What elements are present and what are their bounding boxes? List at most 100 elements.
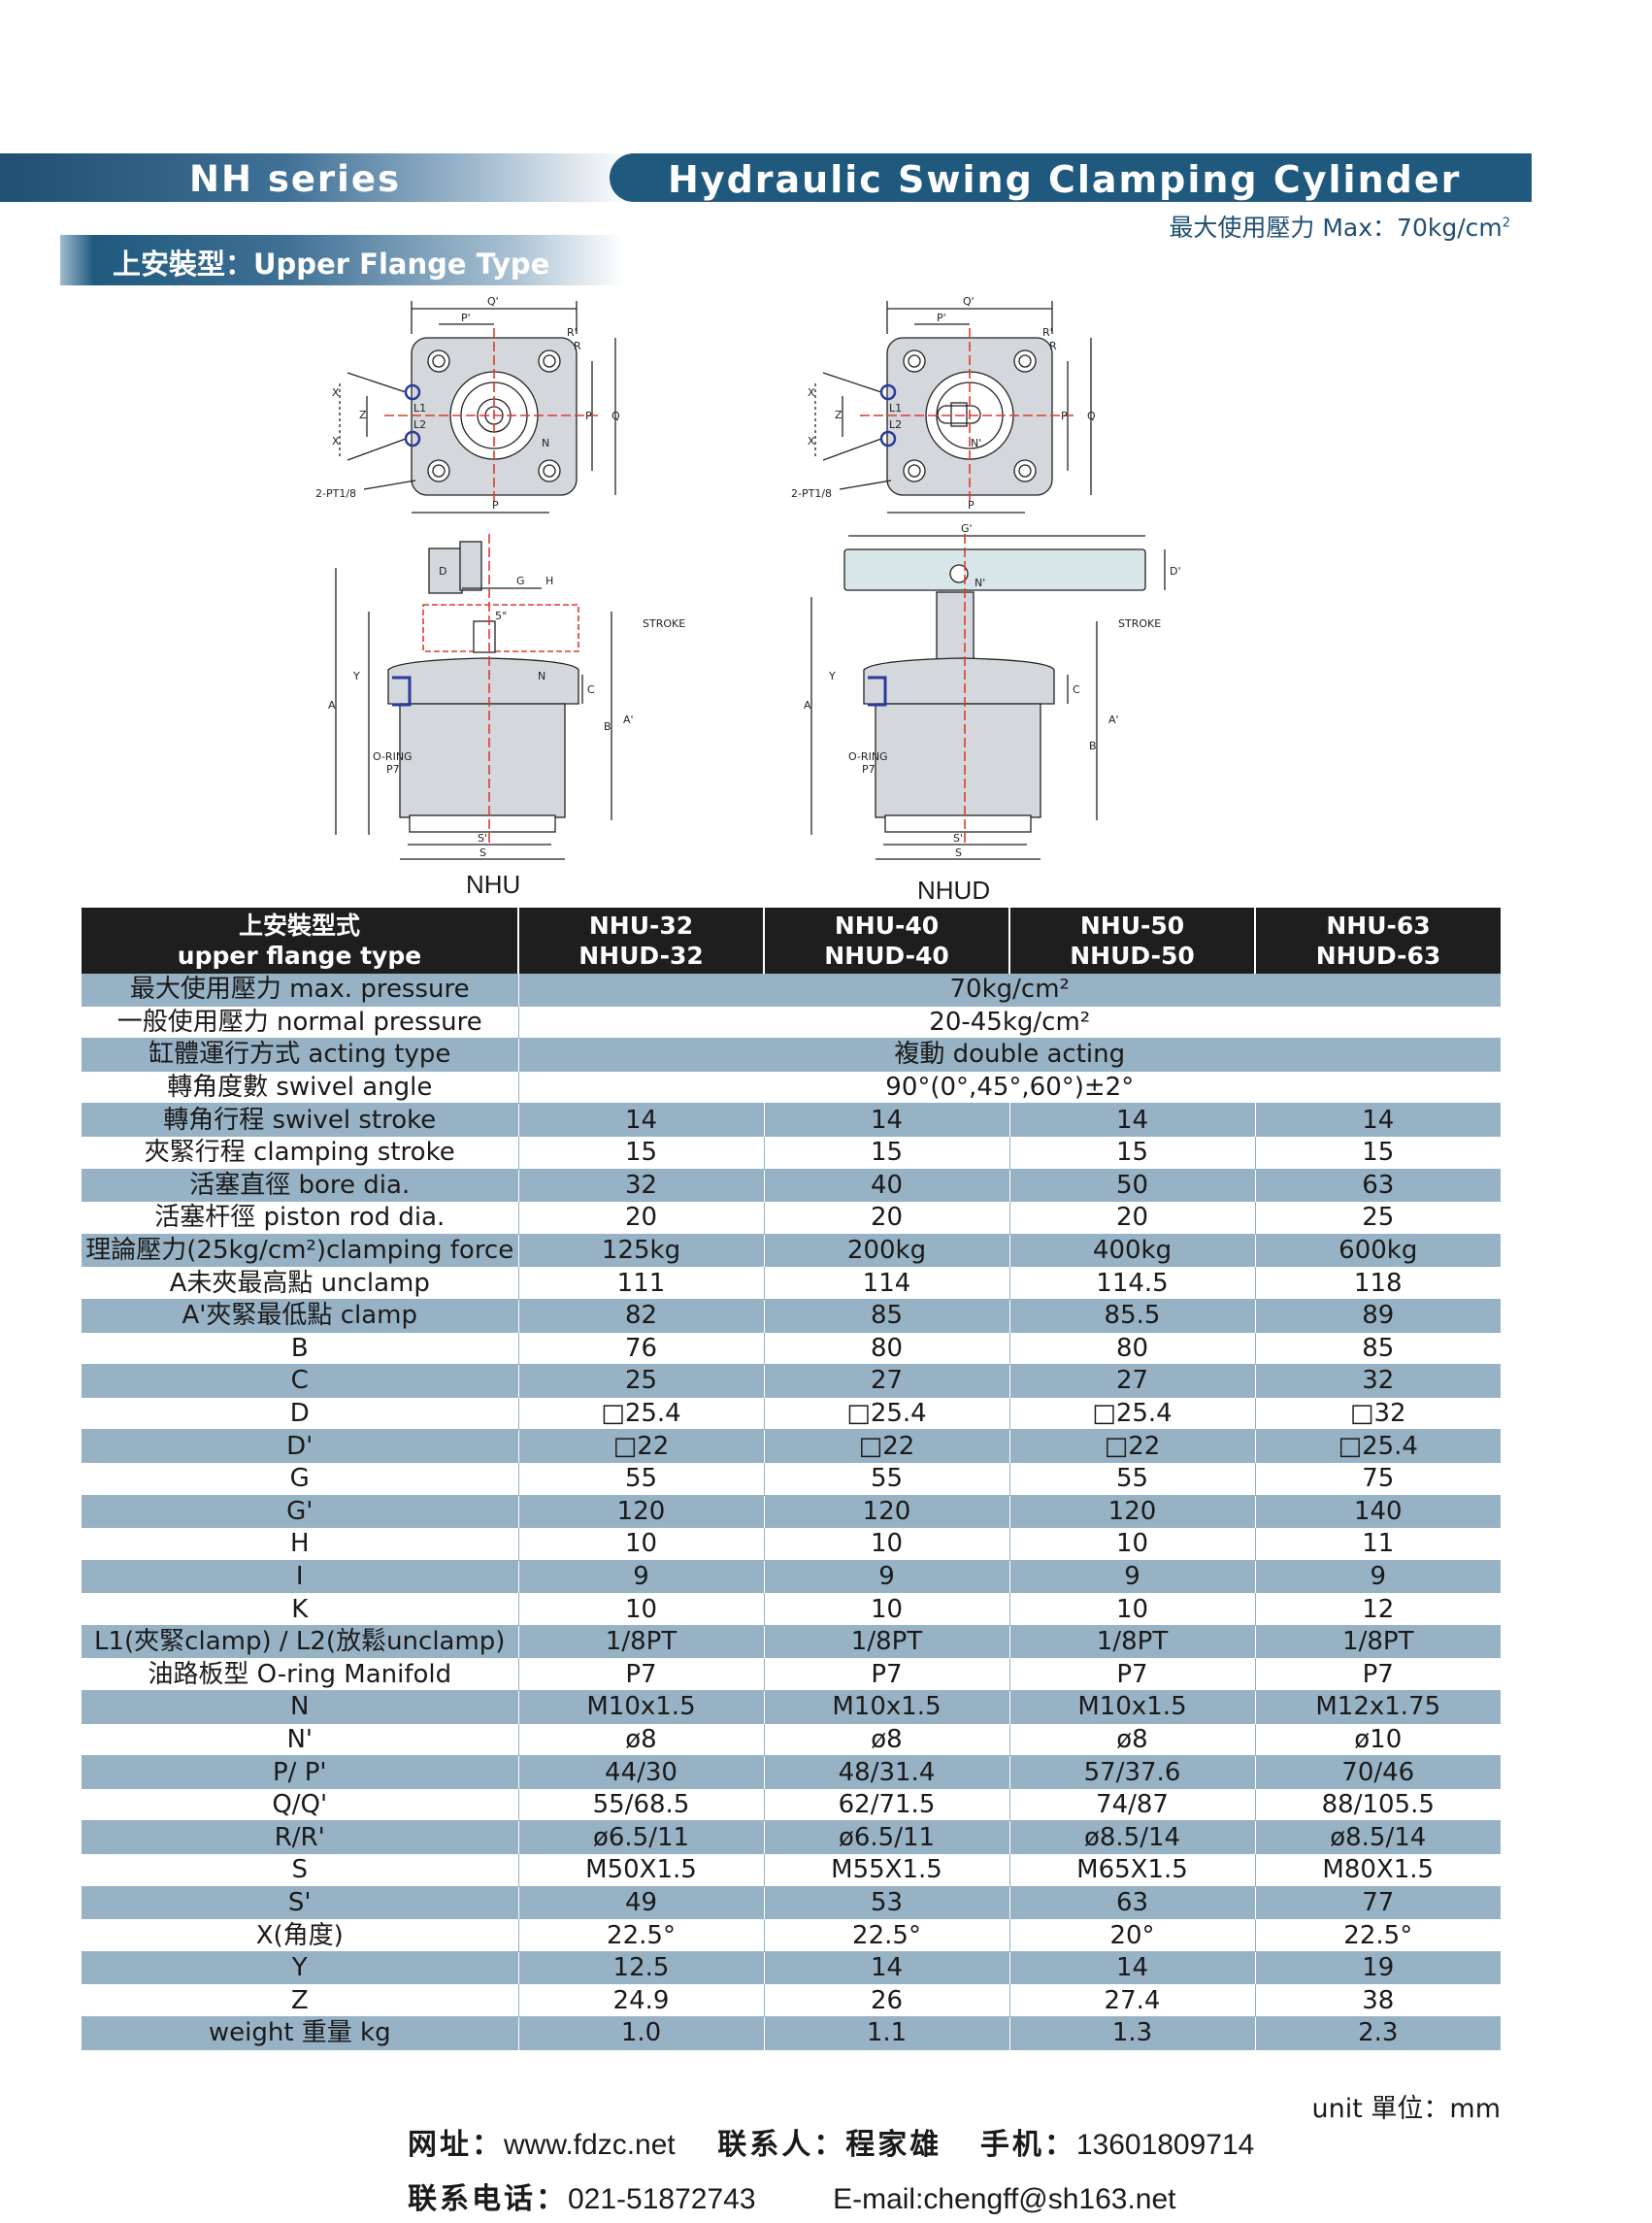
nhu-side-view [335,541,612,860]
row-value: 55 [518,1462,765,1495]
row-value: 70/46 [1255,1755,1501,1789]
row-label: K [82,1592,519,1626]
dim-x-bottom-2: X [808,435,815,448]
phone-label: 联系电话： [408,2182,568,2216]
mobile-number: 13601809714 [1075,2129,1255,2161]
row-label: A未夾最高點 unclamp [82,1266,519,1300]
row-value: 118 [1255,1266,1501,1300]
dim-stroke-nhu: STROKE [643,617,685,630]
row-value: 114 [764,1266,1010,1300]
dim-oring-2: O-RING [848,750,888,763]
row-value: 85 [764,1299,1010,1333]
row-value: P7 [518,1657,765,1691]
row-value: 9 [1009,1560,1256,1593]
technical-drawings: Q' P' R' R X Z X L1 L2 P Q N 2-PT1/8 P D… [315,295,1181,905]
footer-line-1: 网址：www.fdzc.net 联系人：程家雄 手机：13601809714 [408,2120,1287,2163]
dim-n: N [542,437,549,449]
row-value: P7 [764,1657,1010,1691]
row-label: I [82,1560,519,1593]
header-label-zh: 上安裝型式 [238,912,360,940]
row-label: 轉角行程 swivel stroke [82,1103,519,1137]
subtitle: 上安裝型：Upper Flange Type [113,248,550,281]
series-title: NH series [189,158,401,200]
row-label: Z [82,1983,519,2017]
email-link[interactable]: E-mail:chengff@sh163.net [833,2183,1176,2215]
contact-label: 联系人： [717,2128,846,2162]
dim-p-bottom-2: P [968,499,975,512]
row-merged-value: 20-45kg/cm² [518,1006,1501,1039]
dim-y-2: Y [828,670,836,682]
row-value: 1.3 [1009,2016,1256,2050]
row-value: 44/30 [518,1755,765,1789]
row-label: 最大使用壓力 max. pressure [82,974,519,1007]
row-label: Q/Q' [82,1788,519,1821]
row-value: M55X1.5 [764,1853,1010,1887]
row-label: R/R' [82,1820,519,1854]
row-value: 49 [518,1886,765,1919]
dim-d: D [439,565,446,578]
row-label: 缸體運行方式 acting type [82,1038,519,1072]
site-label: 网址： [408,2128,504,2162]
dim-a: A [328,699,336,712]
dim-s-prime-2: S' [953,832,963,845]
max-pressure-note: 最大使用壓力 Max：70kg/cm2 [1169,214,1510,242]
row-value: 10 [764,1527,1010,1561]
row-value: 10 [518,1527,765,1561]
row-value: 1.0 [518,2016,765,2050]
row-value: 15 [1255,1136,1501,1170]
dim-h: H [545,575,553,587]
dim-b-2: B [1089,740,1097,752]
row-value: □32 [1255,1397,1501,1430]
row-value: 32 [518,1169,765,1202]
row-value: 88/105.5 [1255,1788,1501,1821]
dim-r-prime: R' [567,326,578,339]
row-label: P/ P' [82,1755,519,1789]
row-value: M10x1.5 [764,1690,1010,1724]
row-label: H [82,1527,519,1561]
dim-x-top-2: X [808,386,815,399]
row-value: 22.5° [518,1918,765,1952]
row-label: N' [82,1723,519,1756]
dim-p-prime: P' [461,312,471,324]
row-label: A'夾緊最低點 clamp [82,1299,519,1333]
dim-g-prime: G' [961,522,973,535]
mobile-label: 手机： [979,2128,1076,2162]
row-value: 125kg [518,1234,765,1267]
series-band: NH series [0,153,631,202]
row-label: weight 重量 kg [82,2016,519,2050]
site-link[interactable]: www.fdzc.net [504,2129,676,2161]
row-value: 120 [1009,1495,1256,1528]
row-value: 10 [1009,1527,1256,1561]
row-value: 120 [764,1495,1010,1528]
row-label: 夾緊行程 clamping stroke [82,1136,519,1170]
row-value: 14 [1255,1103,1501,1137]
row-value: 15 [1009,1136,1256,1170]
row-label: 活塞杆徑 piston rod dia. [82,1201,519,1235]
dim-q-prime: Q' [487,295,499,308]
row-value: □22 [1009,1429,1256,1463]
row-value: 12.5 [518,1951,765,1984]
dim-l1: L1 [413,402,426,415]
row-value: □25.4 [1255,1429,1501,1463]
row-value: 600kg [1255,1234,1501,1267]
row-merged-value: 複動 double acting [518,1038,1501,1072]
row-value: 19 [1255,1951,1501,1984]
dim-pt-2: 2-PT1/8 [791,487,832,500]
row-value: 111 [518,1266,765,1300]
dim-p-bottom: P [492,499,499,512]
row-value: 85.5 [1009,1299,1256,1333]
